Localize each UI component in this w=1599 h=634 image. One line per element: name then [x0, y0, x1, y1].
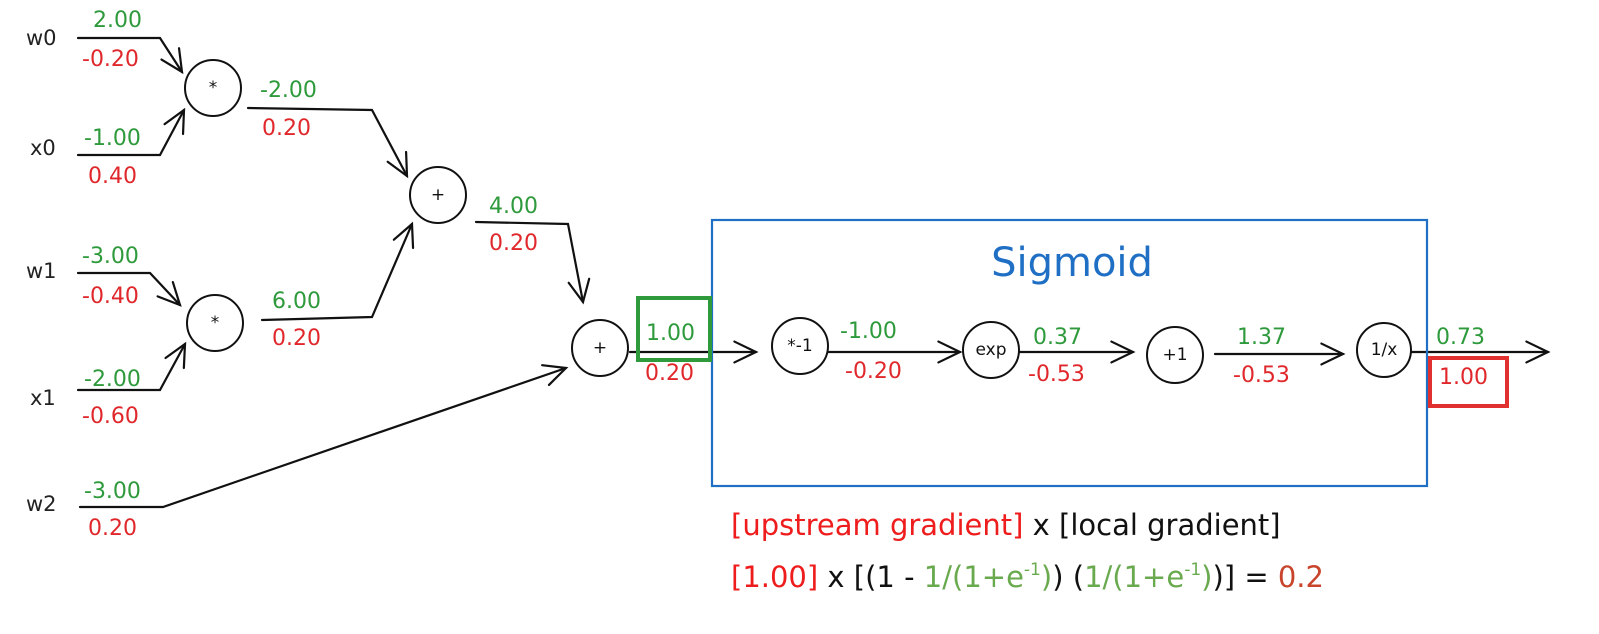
node-grad-exp: -0.53 [1028, 362, 1085, 387]
wire-mul0-add0-arrowhead [386, 150, 409, 179]
input-value-w0: 2.00 [93, 8, 142, 33]
input-label-w1: w1 [26, 259, 57, 283]
node-value-reciprocal: 0.73 [1436, 325, 1485, 350]
input-grad-w2: 0.20 [88, 516, 137, 541]
node-exp: exp [962, 321, 1020, 379]
input-value-x1: -2.00 [84, 367, 141, 392]
highlight-forward-value [636, 296, 712, 362]
wire-add0-add1-arrowhead [567, 277, 591, 305]
node-plus-one: +1 [1146, 326, 1204, 384]
input-label-w2: w2 [26, 492, 57, 516]
node-add-0: + [409, 166, 467, 224]
node-grad-mul-1: 0.20 [272, 326, 321, 351]
wire-add0-add1 [474, 220, 585, 304]
wire-exp-plus1-arrowhead [1110, 340, 1136, 364]
sigmoid-title: Sigmoid [991, 240, 1153, 286]
wire-w2-arrowhead [541, 364, 569, 387]
node-value-add-0: 4.00 [489, 194, 538, 219]
node-value-neg: -1.00 [840, 319, 897, 344]
node-grad-plus-one: -0.53 [1233, 363, 1290, 388]
input-label-w0: w0 [26, 26, 57, 50]
formula-line-2: [1.00] x [(1 - 1/(1+e-1)) (1/(1+e-1))] =… [731, 560, 1324, 594]
node-neg: *-1 [771, 317, 829, 375]
wire-add1-neg-arrowhead [733, 340, 759, 364]
node-add-1: + [571, 319, 629, 377]
wire-plus1-recip-arrowhead [1320, 342, 1346, 366]
node-grad-mul-0: 0.20 [262, 116, 311, 141]
node-mul-0: * [184, 59, 242, 117]
node-value-add-1: 1.00 [646, 321, 695, 346]
input-label-x0: x0 [30, 136, 56, 160]
wire-neg-exp-arrowhead [937, 340, 963, 364]
wires [76, 36, 1551, 509]
wire-w0-arrowhead [160, 47, 184, 75]
node-grad-reciprocal: 1.00 [1439, 365, 1488, 390]
wire-mul1-add0-arrowhead [392, 221, 415, 250]
wire-mul1-add0 [260, 222, 414, 322]
wire-x1-arrowhead [164, 341, 187, 370]
input-grad-x1: -0.60 [82, 404, 139, 429]
input-grad-w1: -0.40 [82, 284, 139, 309]
svg-text:*: * [211, 313, 220, 333]
node-grad-neg: -0.20 [845, 359, 902, 384]
wire-x0-arrowhead [163, 107, 186, 136]
node-reciprocal: 1/x [1356, 322, 1412, 378]
wire-x0 [76, 108, 186, 157]
node-value-mul-0: -2.00 [260, 78, 317, 103]
svg-text:+: + [431, 185, 445, 205]
node-grad-add-1: 0.20 [645, 361, 694, 386]
wire-w0 [76, 36, 184, 74]
wire-w1 [76, 271, 182, 307]
formula-result: 0.2 [1278, 560, 1324, 594]
input-label-x1: x1 [30, 386, 56, 410]
formula-local-label: x [local gradient] [1023, 508, 1280, 542]
wire-output-arrowhead [1525, 340, 1551, 364]
input-grad-x0: 0.40 [88, 164, 137, 189]
wire-mul0-add0 [246, 106, 409, 178]
svg-text:1/x: 1/x [1371, 340, 1398, 360]
highlight-upstream-gradient [1428, 356, 1509, 408]
node-value-mul-1: 6.00 [272, 289, 321, 314]
formula-upstream-label: [upstream gradient] [731, 508, 1023, 542]
input-value-x0: -1.00 [84, 126, 141, 151]
svg-text:+: + [593, 338, 607, 358]
formula-line-1: [upstream gradient] x [local gradient] [731, 508, 1281, 542]
wire-x1 [76, 342, 187, 392]
node-value-exp: 0.37 [1033, 325, 1082, 350]
input-value-w2: -3.00 [84, 479, 141, 504]
input-grad-w0: -0.20 [82, 47, 139, 72]
wire-w1-arrowhead [156, 280, 182, 307]
svg-text:*: * [209, 78, 218, 98]
svg-text:*-1: *-1 [787, 336, 812, 356]
node-grad-add-0: 0.20 [489, 231, 538, 256]
svg-text:exp: exp [975, 340, 1006, 360]
node-mul-1: * [186, 294, 244, 352]
node-value-plus-one: 1.37 [1237, 325, 1286, 350]
wire-w2 [78, 366, 568, 509]
input-value-w1: -3.00 [82, 244, 139, 269]
svg-text:+1: +1 [1162, 345, 1187, 365]
